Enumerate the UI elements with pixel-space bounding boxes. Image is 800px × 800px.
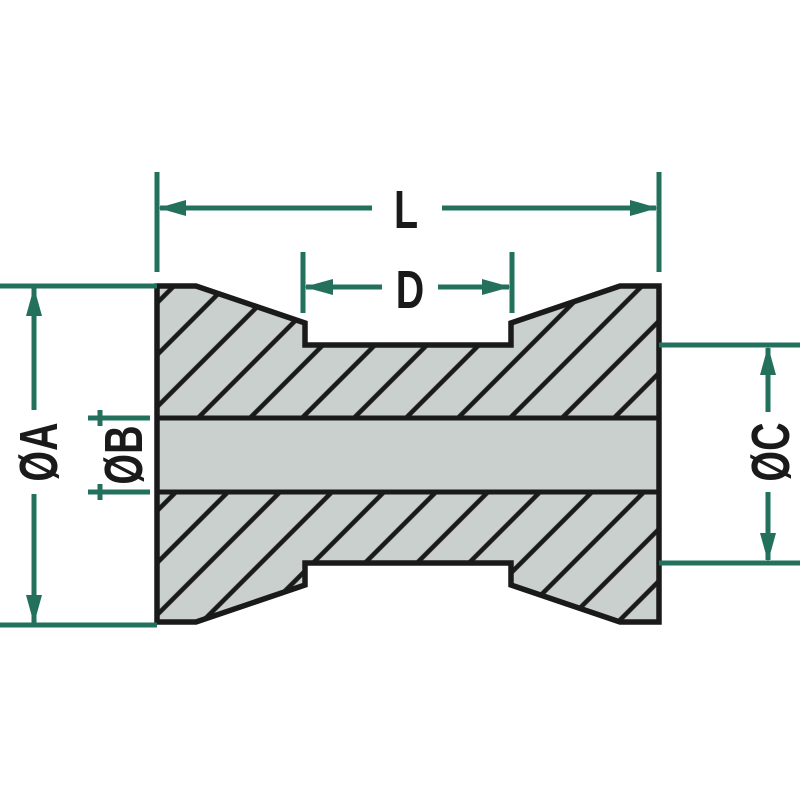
dimension-overall-length [154, 172, 662, 272]
arrow-right [630, 200, 658, 216]
dimension-bore-diameter [88, 410, 150, 500]
arrow-down [26, 595, 42, 624]
arrow-left [158, 200, 186, 216]
dimension-end-diameter [659, 342, 800, 566]
arrow-up [760, 346, 776, 375]
dimension-outer-diameter [0, 283, 157, 628]
label-outer-diameter: ØA [9, 422, 69, 482]
arrow-down [760, 533, 776, 562]
label-groove-width: D [395, 260, 425, 320]
arrow-left [304, 279, 333, 295]
label-end-diameter: ØC [741, 422, 800, 482]
arrow-up [26, 287, 42, 316]
label-bore-diameter: ØB [94, 425, 154, 485]
part-cross-section [154, 283, 662, 625]
dimension-groove-width [300, 252, 515, 313]
label-overall-length: L [393, 180, 419, 240]
bore-channel [157, 415, 659, 495]
part-outline [154, 283, 662, 625]
arrow-right [482, 279, 511, 295]
